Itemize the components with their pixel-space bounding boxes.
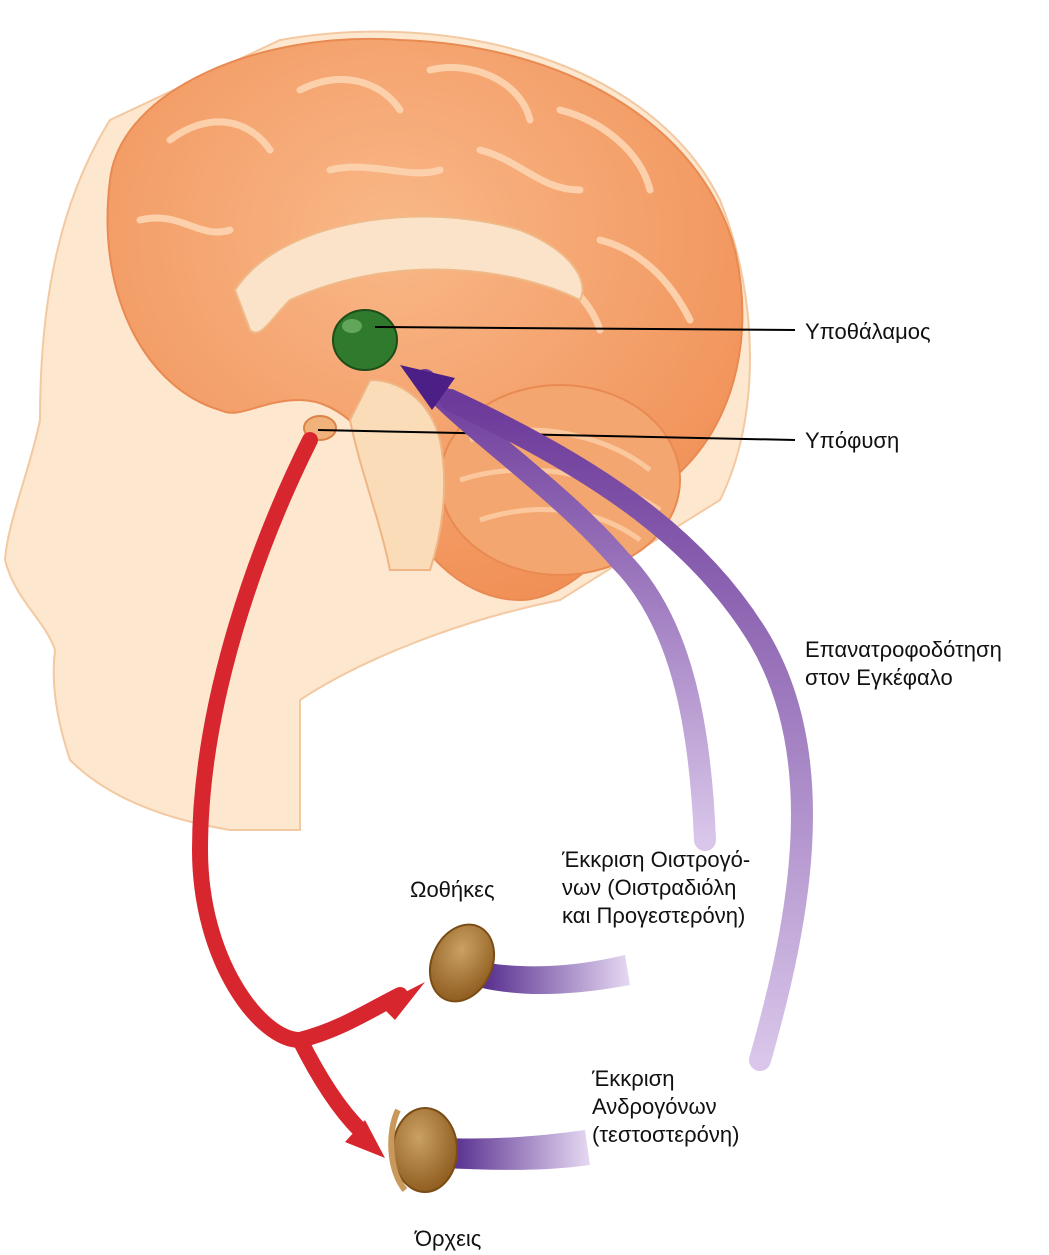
ovaries-label: Ωοθήκες bbox=[410, 876, 495, 904]
testis bbox=[391, 1108, 590, 1192]
hypothalamus-gland bbox=[333, 310, 397, 370]
feedback-label: Επανατροφοδότηση στον Εγκέφαλο bbox=[805, 636, 1002, 692]
androgen-secretion-label: Έκκριση Ανδρογόνων (τεστοστερόνη) bbox=[592, 1065, 739, 1149]
pituitary-label: Υπόφυση bbox=[805, 427, 899, 455]
testes-label: Όρχεις bbox=[415, 1225, 481, 1253]
estrogen-secretion-label: Έκκριση Οιστρογό- νων (Οιστραδιόλη και Π… bbox=[562, 846, 750, 930]
hypothalamus-label: Υποθάλαμος bbox=[805, 318, 931, 346]
